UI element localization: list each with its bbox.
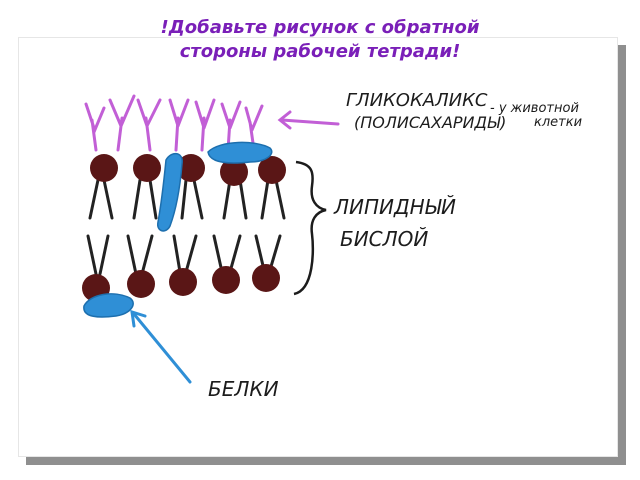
title-line-2: стороны рабочей тетради! <box>179 41 461 62</box>
peripheral-protein-bottom <box>83 293 134 318</box>
label-polysaccharides: (ПОЛИСАХАРИДЫ) <box>354 113 506 132</box>
bilayer-bracket <box>293 160 327 296</box>
worksheet-card <box>18 37 618 457</box>
membrane-proteins <box>83 141 273 318</box>
arrow-proteins <box>130 309 192 384</box>
title-line-1: !Добавьте рисунок с обратной <box>160 17 480 38</box>
upper-lipid-tails <box>88 178 286 220</box>
note-animal-cell-line2: клетки <box>534 115 582 130</box>
slide-title: !Добавьте рисунок с обратной стороны раб… <box>0 16 640 64</box>
note-animal-cell-line1: - у животной <box>490 101 579 116</box>
arrow-glycocalyx <box>277 110 340 130</box>
lower-lipid-heads <box>82 264 280 302</box>
upper-lipid-heads <box>90 154 286 186</box>
label-proteins: БЕЛКИ <box>208 377 279 401</box>
transmembrane-protein <box>157 152 183 232</box>
label-lipid-line1: ЛИПИДНЫЙ <box>333 195 456 219</box>
label-lipid-line2: БИСЛОЙ <box>340 227 428 251</box>
lower-lipid-tails <box>86 234 282 276</box>
peripheral-protein-top <box>207 141 273 164</box>
label-glycocalyx: ГЛИКОКАЛИКС <box>346 90 488 111</box>
